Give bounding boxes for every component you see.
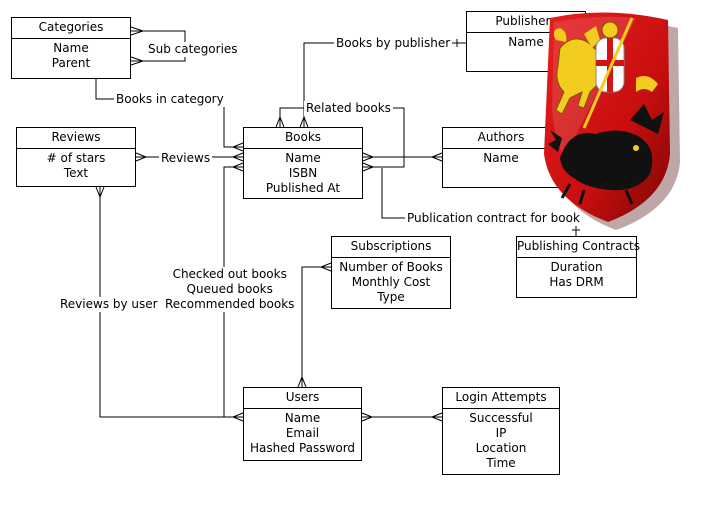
crow-foot xyxy=(299,115,309,128)
attr-hashed-password: Hashed Password xyxy=(249,441,356,455)
attr-ip: IP xyxy=(495,426,507,440)
attr-location: Location xyxy=(475,441,527,455)
attr-email: Email xyxy=(285,426,320,440)
heraldic-shield-logo xyxy=(544,12,680,230)
rider-icon xyxy=(553,17,658,129)
attr-isbn: ISBN xyxy=(288,166,318,180)
entity-title: Publishing Contracts xyxy=(517,237,640,258)
crow-foot xyxy=(275,115,285,128)
crow-foot xyxy=(430,152,443,162)
attr-duration: Duration xyxy=(550,260,603,274)
attr-time: Time xyxy=(486,456,516,470)
entity-books[interactable]: Books Name ISBN Published At xyxy=(243,127,363,199)
entity-title: Users xyxy=(244,388,361,409)
attr-name: Name xyxy=(508,35,544,49)
entity-title: Publishers xyxy=(467,12,585,33)
entity-title: Reviews xyxy=(17,128,135,149)
crow-foot xyxy=(297,375,307,388)
rel-recommended-books: Recommended books xyxy=(165,297,295,311)
entity-title: Login Attempts xyxy=(443,388,559,409)
attr-successful: Successful xyxy=(469,411,533,425)
attr-name: Name xyxy=(483,151,519,165)
crow-foot xyxy=(130,56,145,66)
entity-title: Books xyxy=(244,128,362,149)
related-books-line xyxy=(279,107,405,168)
attr-stars: # of stars xyxy=(46,151,106,165)
crow-foot xyxy=(362,152,375,162)
entity-authors[interactable]: Authors Name xyxy=(442,127,560,188)
reviews-by-user-line xyxy=(99,187,243,418)
attr-text: Text xyxy=(63,166,89,180)
attr-name: Name xyxy=(53,41,89,55)
entity-categories[interactable]: Categories Name Parent xyxy=(11,17,131,79)
entity-users[interactable]: Users Name Email Hashed Password xyxy=(243,387,362,461)
crow-foot xyxy=(231,152,244,162)
attr-has-drm: Has DRM xyxy=(549,275,604,289)
rel-books-in-category: Books in category xyxy=(114,92,226,107)
entity-title: Subscriptions xyxy=(332,237,450,258)
rel-users-books: Checked out books Queued books Recommend… xyxy=(163,267,297,312)
rel-reviews-by-user: Reviews by user xyxy=(58,297,160,312)
attr-parent: Parent xyxy=(51,56,91,70)
attr-name: Name xyxy=(284,411,321,425)
attr-type: Type xyxy=(377,290,405,304)
entity-title: Categories xyxy=(12,18,130,39)
entity-subscriptions[interactable]: Subscriptions Number of Books Monthly Co… xyxy=(331,236,451,309)
crow-foot xyxy=(231,142,244,152)
attr-number-of-books: Number of Books xyxy=(339,260,443,274)
crow-foot xyxy=(430,412,443,422)
rel-publication-contract: Publication contract for book xyxy=(405,211,582,226)
entity-login-attempts[interactable]: Login Attempts Successful IP Location Ti… xyxy=(442,387,560,475)
attr-name: Name xyxy=(285,151,321,165)
crow-foot xyxy=(319,262,332,272)
entity-title: Authors xyxy=(443,128,559,149)
rel-checked-out-books: Checked out books xyxy=(172,267,287,281)
rel-related-books: Related books xyxy=(304,101,393,116)
attr-monthly-cost: Monthly Cost xyxy=(351,275,431,289)
crow-foot xyxy=(130,26,145,36)
crow-foot xyxy=(135,152,148,162)
crow-foot xyxy=(361,412,374,422)
crow-foot xyxy=(231,162,244,172)
rel-sub-categories: Sub categories xyxy=(146,42,240,57)
entity-publishing-contracts[interactable]: Publishing Contracts Duration Has DRM xyxy=(516,236,640,298)
crow-foot xyxy=(362,162,375,172)
attr-published-at: Published At xyxy=(265,181,341,195)
rel-reviews: Reviews xyxy=(159,151,213,166)
users-subscriptions-line xyxy=(301,266,331,387)
dragon-icon xyxy=(548,104,664,205)
rel-queued-books: Queued books xyxy=(186,282,273,296)
entity-reviews[interactable]: Reviews # of stars Text xyxy=(16,127,136,187)
crow-foot xyxy=(95,186,105,199)
rel-books-by-publisher: Books by publisher xyxy=(334,36,453,51)
